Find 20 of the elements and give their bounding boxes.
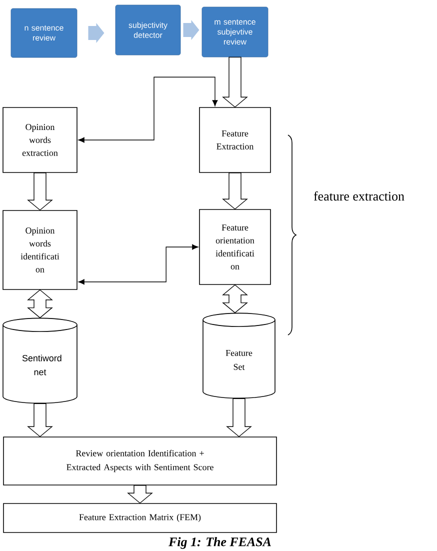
process-box: Opinion words extraction xyxy=(2,107,78,173)
process-box: Feature Extraction Matrix (FEM) xyxy=(3,503,277,533)
block-arrow xyxy=(88,23,104,43)
block-arrow xyxy=(27,172,53,211)
database-cylinder: Sentiword net xyxy=(2,318,78,404)
block-arrow xyxy=(127,485,153,504)
block-arrow xyxy=(222,56,248,108)
caption: Fig 1: The FEASA xyxy=(168,537,271,549)
arrow xyxy=(78,244,198,285)
process-box: Feature orientation identificati on xyxy=(199,209,271,285)
process-box: Opinion words identificati on xyxy=(2,210,78,290)
block-arrow xyxy=(222,172,248,210)
brace-label: feature extraction xyxy=(314,191,404,201)
block-arrow xyxy=(183,20,200,40)
arrow xyxy=(78,76,218,143)
process-box: Feature Extraction xyxy=(199,107,271,173)
block-arrow xyxy=(27,403,53,438)
process-box: Review orientation Identification + Extracted Aspects with Sentiment Score xyxy=(3,436,277,486)
block-arrow xyxy=(226,398,252,438)
database-cylinder: Feature Set xyxy=(202,312,276,399)
